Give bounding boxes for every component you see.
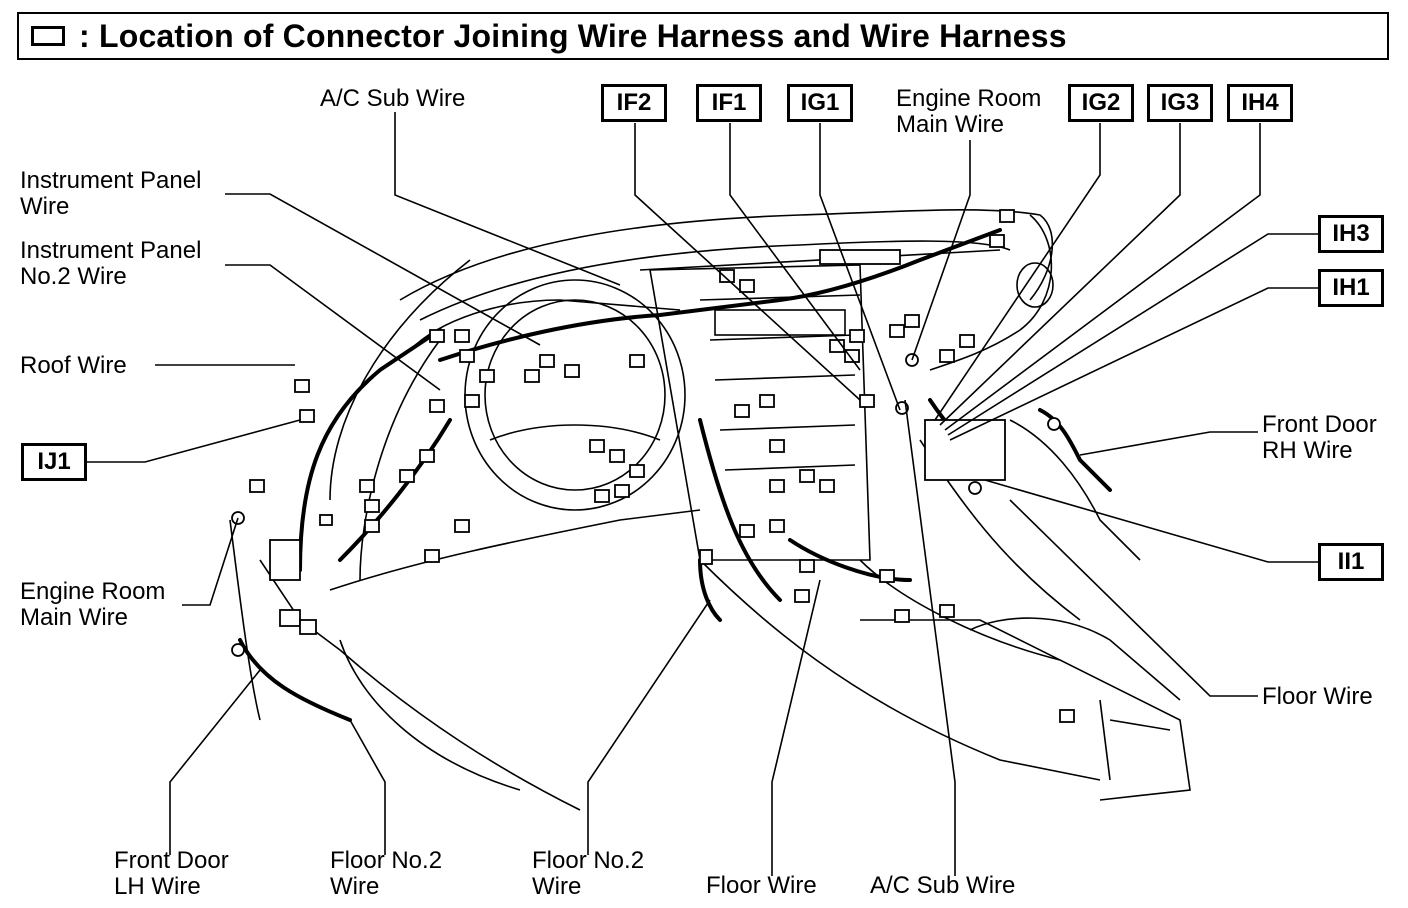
ac-sub-wire-label-bottom: A/C Sub Wire: [870, 872, 1016, 899]
label-line: Instrument Panel: [20, 237, 202, 264]
label-line: Floor No.2: [532, 847, 645, 874]
wire-harness-lines: [238, 228, 1112, 722]
label-line: Main Wire: [896, 111, 1005, 138]
connector-code-ii1: II1: [1318, 543, 1384, 581]
connector-code-ih4: IH4: [1227, 84, 1293, 122]
label-line: Wire: [330, 873, 380, 900]
label-line: Engine Room: [20, 578, 166, 605]
label-line: Instrument Panel: [20, 167, 202, 194]
instrument-panel-no2-wire-label: Instrument Panel No.2 Wire: [20, 238, 201, 290]
engine-room-main-wire-label-left: Engine Room Main Wire: [20, 579, 165, 631]
ac-sub-wire-label-top: A/C Sub Wire: [320, 85, 466, 112]
connector-code-ig3: IG3: [1147, 84, 1213, 122]
connector-code-ig1: IG1: [787, 84, 853, 122]
label-line: No.2 Wire: [20, 263, 127, 290]
label-line: Front Door: [114, 847, 229, 874]
connector-blocks: [249, 209, 1075, 723]
floor-no2-wire-label-b: Floor No.2 Wire: [532, 848, 644, 900]
connector-code-ih1: IH1: [1318, 269, 1384, 307]
label-line: Engine Room: [896, 85, 1042, 112]
floor-no2-wire-label-a: Floor No.2 Wire: [330, 848, 442, 900]
page-title: : Location of Connector Joining Wire Har…: [79, 18, 1067, 54]
label-line: RH Wire: [1262, 437, 1353, 464]
label-line: Wire: [20, 193, 70, 220]
connector-code-ig2: IG2: [1068, 84, 1134, 122]
roof-wire-label: Roof Wire: [20, 352, 127, 379]
front-door-rh-wire-label: Front Door RH Wire: [1262, 412, 1377, 464]
engine-room-main-wire-label-top: Engine Room Main Wire: [896, 86, 1041, 138]
label-line: Floor No.2: [330, 847, 443, 874]
label-line: Main Wire: [20, 604, 129, 631]
label-line: Wire: [532, 873, 582, 900]
floor-wire-label-bottom: Floor Wire: [706, 872, 817, 899]
label-line: Front Door: [1262, 411, 1377, 438]
connector-code-ij1: IJ1: [21, 443, 87, 481]
floor-wire-label-right: Floor Wire: [1262, 683, 1373, 710]
connector-box-icon: [31, 26, 65, 46]
grommets: [231, 353, 1061, 657]
title-bar: : Location of Connector Joining Wire Har…: [17, 12, 1389, 60]
instrument-panel-wire-label: Instrument Panel Wire: [20, 168, 201, 220]
connector-code-if2: IF2: [601, 84, 667, 122]
connector-code-if1: IF1: [696, 84, 762, 122]
connector-code-ih3: IH3: [1318, 215, 1384, 253]
leader-lines: [87, 112, 1318, 876]
label-line: LH Wire: [114, 873, 201, 900]
front-door-lh-wire-label: Front Door LH Wire: [114, 848, 229, 900]
